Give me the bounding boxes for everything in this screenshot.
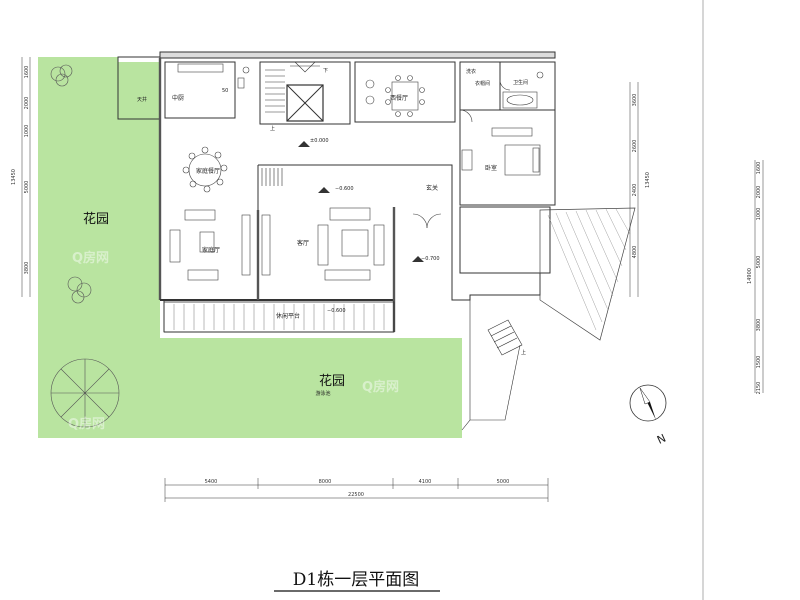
- stairs-down-label: 下: [323, 68, 328, 74]
- family-hall-label: 家庭厅: [202, 246, 220, 254]
- dimensions-far-right: 1600 2000 1000 5000 3800 1500 2150 14900: [747, 162, 762, 395]
- dim-far-right-5: 3800: [756, 319, 762, 332]
- dim-left-3: 1000: [24, 125, 30, 138]
- dimensions-bottom: 5400 8000 4100 5000 22500: [205, 479, 510, 498]
- north-arrow-icon: N: [629, 384, 668, 447]
- room-labels: 中厨 天井 50 西餐厅 家庭餐厅 家庭厅 客厅 玄关 洗衣 衣帽间 卫生间 卧…: [137, 68, 528, 320]
- level-markers: 上 下 ±0.000 −0.600 −0.700 −0.600 上: [270, 68, 526, 356]
- skylight-label: 天井: [137, 96, 147, 103]
- staircase-main: [265, 61, 320, 113]
- level-0-label: ±0.000: [310, 138, 329, 144]
- dim-bottom-total: 22500: [348, 492, 364, 498]
- sloped-deck: [539, 207, 636, 341]
- dim-left-total: 13450: [11, 169, 17, 185]
- furniture: [169, 63, 544, 281]
- living-label: 客厅: [297, 239, 309, 247]
- doors: [412, 79, 511, 229]
- garden-west-area: [38, 57, 160, 438]
- level-2-label: −0.700: [421, 256, 440, 262]
- dim-far-right-total: 14900: [747, 268, 753, 284]
- outdoor-stairs: [461, 300, 523, 431]
- dining-label: 西餐厅: [390, 94, 408, 102]
- watermark-3: Q房网: [362, 379, 399, 395]
- dim-bottom-4: 5000: [497, 479, 510, 485]
- dim-far-right-1: 1600: [756, 162, 762, 175]
- cloak-label: 衣帽间: [475, 80, 490, 87]
- dim-bottom-2: 8000: [319, 479, 332, 485]
- watermark-1: Q房网: [72, 250, 109, 266]
- dim-bottom-1: 5400: [205, 479, 218, 485]
- dim-left-2: 2000: [24, 97, 30, 110]
- dim-right-2: 2600: [632, 140, 638, 153]
- terrace-railing: [173, 304, 385, 330]
- kitchen-label: 中厨: [172, 94, 184, 102]
- north-label: N: [655, 432, 668, 447]
- stairs-up-label: 上: [270, 125, 275, 132]
- tree-icons: [50, 64, 120, 428]
- garden-south-area: [160, 338, 462, 438]
- staircase-hall: [261, 168, 283, 186]
- foyer-label: 玄关: [426, 184, 438, 192]
- drawing-title: D1栋一层平面图: [293, 570, 419, 590]
- dim-right-total: 13450: [645, 172, 651, 188]
- dim-left-1: 1600: [24, 66, 30, 79]
- level-triangles: [298, 141, 424, 262]
- level-3-label: −0.600: [327, 308, 346, 314]
- dim-far-right-2: 2000: [756, 186, 762, 199]
- pool-label: 游泳池: [315, 390, 330, 397]
- dim-right-3: 2400: [632, 184, 638, 197]
- dim-far-right-7: 2150: [756, 382, 762, 395]
- terrace-label: 休闲平台: [276, 312, 300, 320]
- dim-far-right-4: 5000: [756, 256, 762, 269]
- dim-right-4: 4800: [632, 246, 638, 259]
- bedroom-label: 卧室: [485, 164, 497, 172]
- ramp-up-label: 上: [521, 349, 526, 356]
- dim-right-1: 3600: [632, 94, 638, 107]
- watermark-2: Q房网: [68, 416, 105, 432]
- dimension-lines: [21, 57, 764, 502]
- family-dining-label: 家庭餐厅: [196, 167, 220, 175]
- code-50-label: 50: [222, 88, 228, 94]
- dim-bottom-3: 4100: [419, 479, 432, 485]
- dim-far-right-6: 1500: [756, 356, 762, 369]
- walls: [117, 51, 556, 333]
- gardens: 花园 花园 游泳池: [38, 57, 462, 438]
- dim-left-5: 3800: [24, 262, 30, 275]
- bath-label: 卫生间: [513, 79, 528, 86]
- level-1-label: −0.600: [335, 186, 354, 192]
- garden-south-label: 花园: [319, 373, 345, 389]
- dim-far-right-3: 1000: [756, 208, 762, 221]
- dim-left-4: 5000: [24, 181, 30, 194]
- dimensions-right: 3600 2600 2400 4800 13450: [632, 94, 651, 259]
- laundry-label: 洗衣: [466, 68, 476, 75]
- watermarks: Q房网 Q房网 Q房网: [68, 250, 399, 432]
- garden-west-label: 花园: [83, 211, 109, 227]
- dimensions-left: 1600 2000 1000 5000 3800 13450: [11, 66, 30, 275]
